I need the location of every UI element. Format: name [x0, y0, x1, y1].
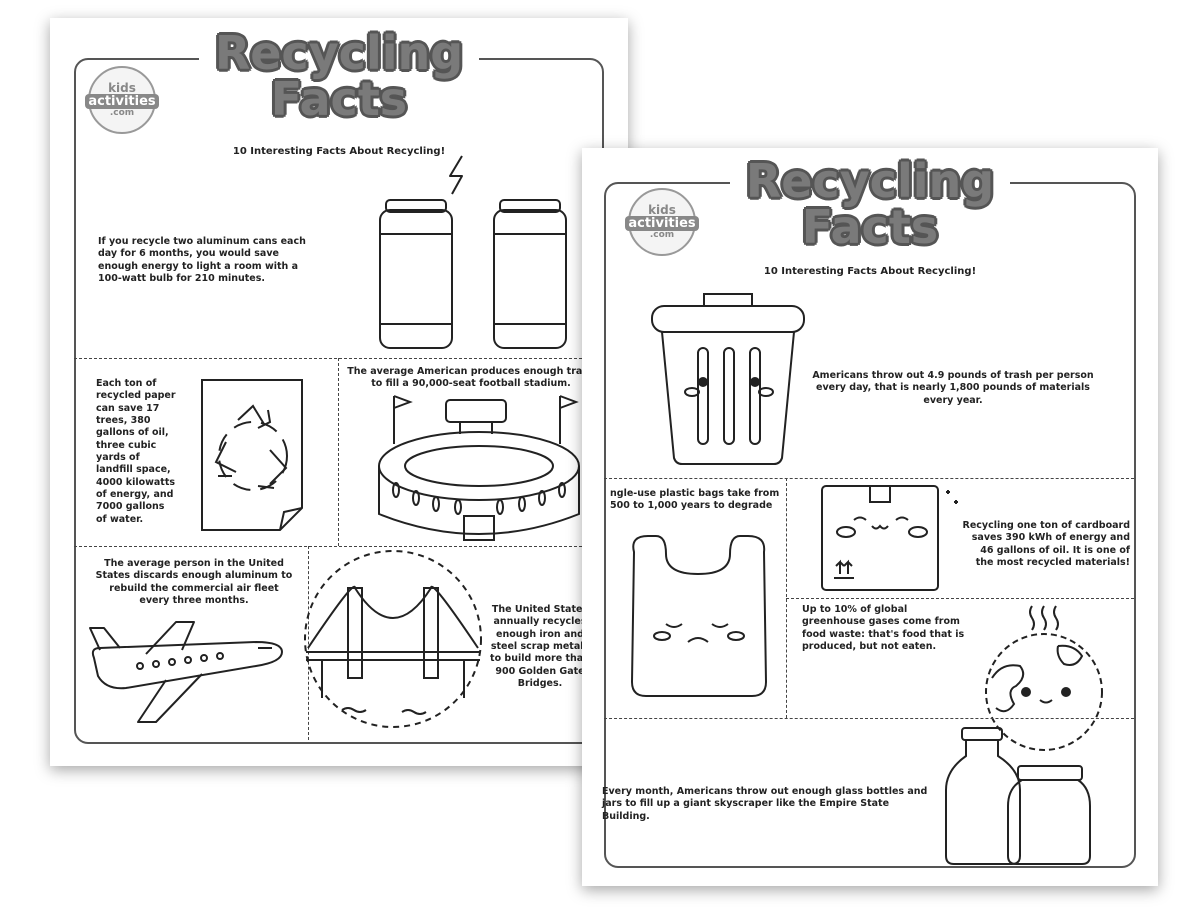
divider — [338, 358, 339, 546]
golden-gate-bridge-icon — [302, 548, 484, 730]
fact-aluminum-cans: If you recycle two aluminum cans each da… — [98, 236, 306, 285]
airplane-icon — [86, 618, 284, 726]
cardboard-box-icon — [814, 482, 960, 600]
fact-trash-per-person: Americans throw out 4.9 pounds of trash … — [812, 370, 1094, 406]
aluminum-cans-icon — [372, 154, 552, 354]
fact-air-fleet: The average person in the United States … — [95, 558, 293, 607]
recycled-paper-icon — [198, 376, 308, 532]
fact-cardboard: Recycling one ton of cardboard saves 390… — [962, 520, 1131, 569]
earth-icon — [978, 600, 1108, 750]
divider — [786, 598, 1134, 599]
fact-golden-gate: The United States annually recycles enou… — [490, 604, 590, 690]
fact-food-waste: Up to 10% of global greenhouse gases com… — [802, 604, 965, 653]
divider — [604, 718, 1134, 719]
kids-activities-logo: kids activities .com — [85, 66, 159, 134]
page-subtitle: 10 Interesting Facts About Recycling! — [763, 266, 977, 277]
divider — [604, 478, 1134, 479]
glass-jars-icon — [942, 726, 1104, 866]
fact-glass-bottles: Every month, Americans throw out enough … — [602, 786, 928, 822]
fact-plastic-bags: ngle-use plastic bags take from 500 to 1… — [610, 488, 780, 512]
divider — [308, 546, 309, 740]
fact-recycled-paper: Each ton of recycled paper can save 17 t… — [96, 378, 176, 525]
plastic-bag-icon — [626, 532, 772, 700]
page-subtitle: 10 Interesting Facts About Recycling! — [232, 146, 446, 157]
fact-football-stadium: The average American produces enough tra… — [347, 366, 595, 390]
stadium-icon — [374, 394, 584, 542]
kids-activities-logo: kids activities .com — [625, 188, 699, 256]
divider — [74, 546, 602, 547]
trash-can-icon — [648, 288, 808, 466]
